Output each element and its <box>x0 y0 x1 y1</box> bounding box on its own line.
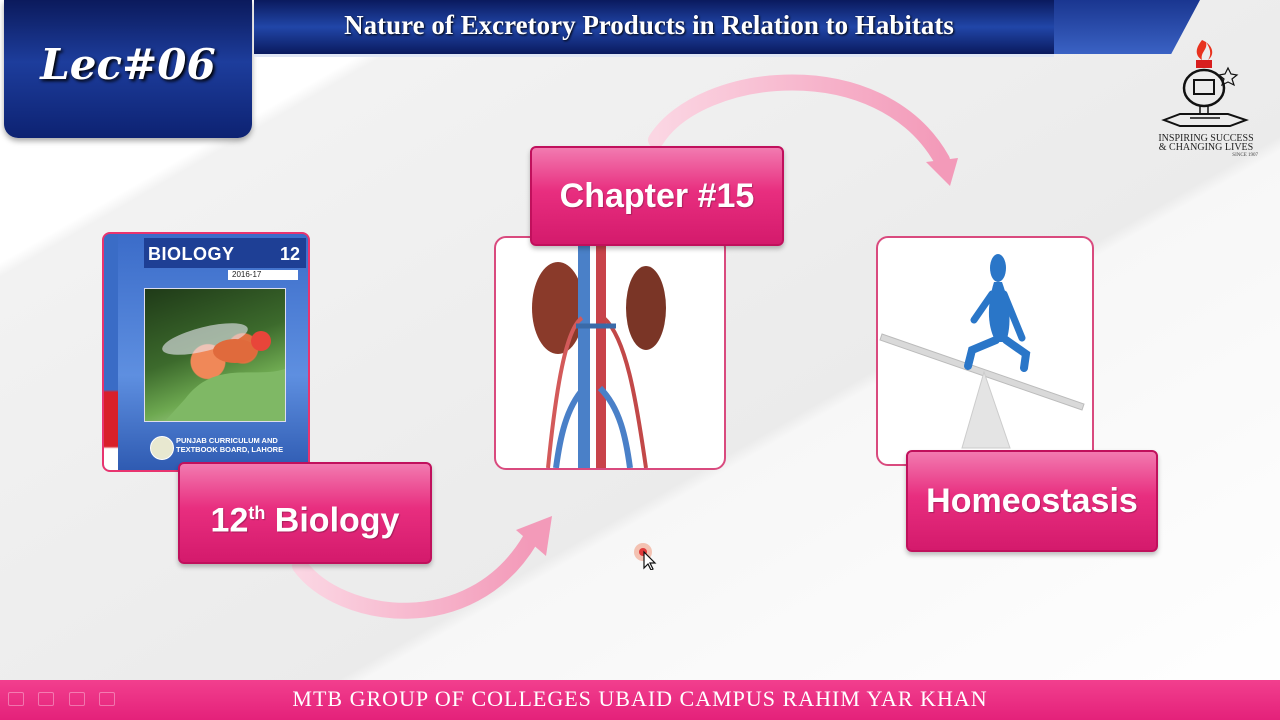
biology-grade-suffix: th <box>248 503 266 523</box>
footer-bar: MTB GROUP OF COLLEGES UBAID CAMPUS RAHIM… <box>0 680 1280 720</box>
biology-subject: Biology <box>265 501 400 540</box>
arrow-biology-to-chapter <box>292 516 552 619</box>
player-controls[interactable] <box>8 692 125 711</box>
book-board-line2: TEXTBOOK BOARD, LAHORE <box>176 445 284 454</box>
next-icon[interactable] <box>99 692 116 706</box>
logo-since: SINCE 1907 <box>1232 153 1258 158</box>
mouse-cursor-icon <box>630 540 660 571</box>
slide-title: Nature of Excretory Products in Relation… <box>344 10 954 40</box>
arrow-chapter-to-homeostasis <box>648 74 958 186</box>
book-year-box: 2016-17 <box>228 270 298 280</box>
homeostasis-card <box>876 236 1094 466</box>
biology-book-cover: BIOLOGY 12 2016-17 PUNJAB CURRICULUM AND… <box>102 232 310 472</box>
cursor-pointer-icon <box>634 543 657 571</box>
title-bar-tail <box>1040 0 1200 54</box>
kidney-illustration-icon <box>532 238 666 468</box>
step-homeostasis: Homeostasis <box>906 450 1158 552</box>
college-logo: INSPIRING SUCCESS & CHANGING LIVES SINCE… <box>1150 36 1262 162</box>
pen-icon[interactable] <box>38 692 55 706</box>
college-logo-icon <box>1161 40 1249 127</box>
kidney-card <box>494 236 726 470</box>
fly-photo-icon <box>144 288 286 422</box>
book-board: PUNJAB CURRICULUM AND TEXTBOOK BOARD, LA… <box>144 436 294 460</box>
lecture-label: Lec#06 <box>40 40 216 89</box>
prev-icon[interactable] <box>8 692 24 706</box>
biology-grade-number: 12 <box>210 501 249 540</box>
lecture-badge: Lec#06 <box>4 0 252 138</box>
fly-illustration <box>162 323 285 421</box>
book-spine <box>104 234 118 470</box>
book-board-line1: PUNJAB CURRICULUM AND <box>176 436 278 445</box>
step-chapter: Chapter #15 <box>530 146 784 246</box>
book-grade: 12 <box>280 244 301 264</box>
title-bar: Nature of Excretory Products in Relation… <box>254 0 1054 57</box>
book-title: BIOLOGY <box>148 244 235 264</box>
step-12th-biology: 12th Biology <box>178 462 432 564</box>
logo-motto-line2: & CHANGING LIVES <box>1158 142 1254 153</box>
slides-icon[interactable] <box>68 692 85 706</box>
board-seal-icon <box>150 436 174 460</box>
book-header: BIOLOGY 12 <box>144 238 306 268</box>
homeostasis-label: Homeostasis <box>926 482 1138 520</box>
book-year: 2016-17 <box>232 270 262 279</box>
footer-text: MTB GROUP OF COLLEGES UBAID CAMPUS RAHIM… <box>292 686 988 711</box>
logo-motto-line1: INSPIRING SUCCESS <box>1158 133 1254 144</box>
seesaw-figure-icon <box>879 254 1085 449</box>
chapter-label: Chapter #15 <box>559 177 755 215</box>
